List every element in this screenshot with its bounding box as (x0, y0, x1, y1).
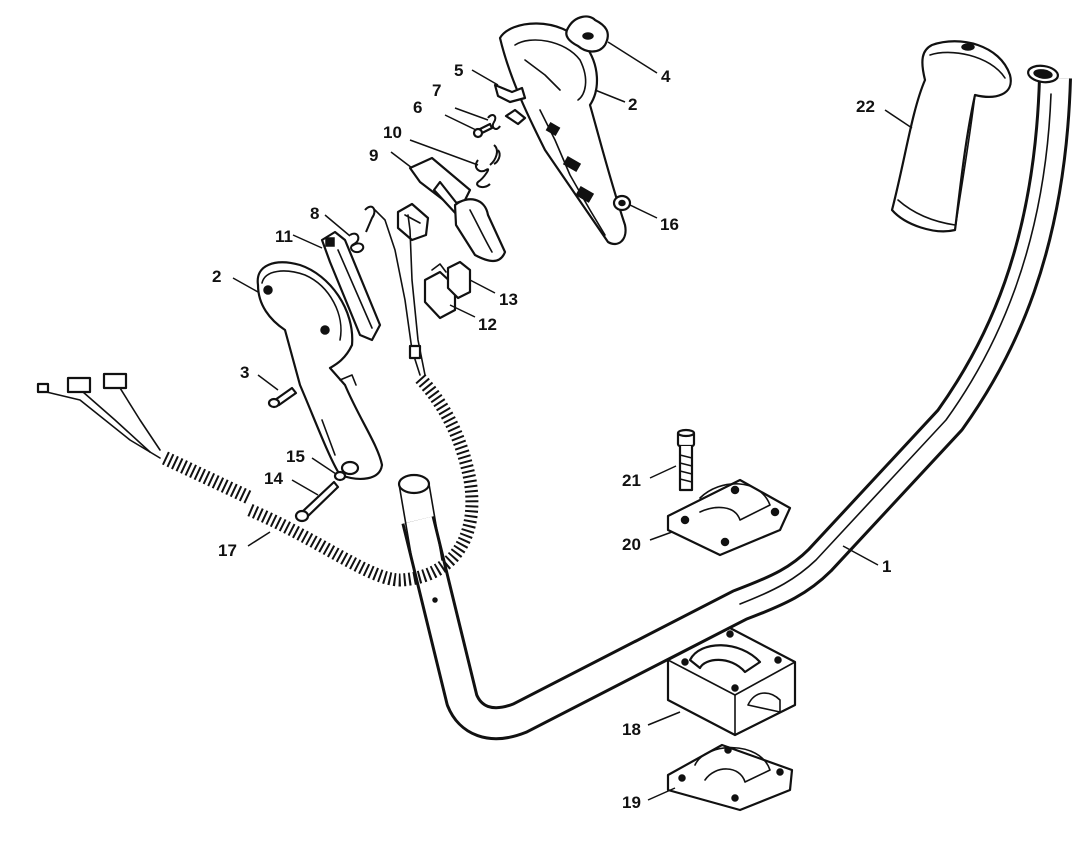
torsion-spring[interactable] (474, 144, 501, 189)
callout-1: 1 (882, 557, 891, 576)
callout-12: 12 (478, 315, 497, 334)
callout-2-upper: 2 (628, 95, 637, 114)
lower-clamp[interactable] (666, 743, 794, 812)
callout-16: 16 (660, 215, 679, 234)
clamp-base[interactable] (666, 626, 797, 737)
throttle-trigger[interactable] (453, 198, 507, 263)
contact-spring[interactable] (493, 83, 527, 126)
callout-9: 9 (369, 146, 378, 165)
callout-5: 5 (454, 61, 463, 80)
callout-19: 19 (622, 793, 641, 812)
callout-15: 15 (286, 447, 305, 466)
control-knob[interactable] (565, 15, 609, 53)
interlock-lever[interactable] (320, 230, 382, 342)
handle-housing-left[interactable] (256, 261, 384, 480)
callout-10: 10 (383, 123, 402, 142)
handle-housing-right[interactable] (498, 22, 627, 246)
handle-grip[interactable] (890, 40, 1012, 233)
callout-6: 6 (413, 98, 422, 117)
callout-20: 20 (622, 535, 641, 554)
small-screw[interactable] (472, 122, 494, 139)
callout-4: 4 (661, 67, 671, 86)
callout-11: 11 (275, 227, 293, 246)
callout-3: 3 (240, 363, 249, 382)
clamp-screw[interactable] (294, 480, 340, 523)
handlebar-tube[interactable] (397, 64, 1072, 741)
leaf-spring[interactable] (487, 114, 501, 130)
trigger-spring[interactable] (349, 205, 376, 254)
callout-14: 14 (264, 469, 283, 488)
callout-17: 17 (218, 541, 237, 560)
callout-21: 21 (622, 471, 641, 490)
wiring-harness[interactable] (36, 209, 479, 587)
hex-nut[interactable] (612, 194, 632, 212)
insulating-plate[interactable] (446, 260, 472, 300)
wire-connector[interactable] (396, 202, 430, 242)
callout-8: 8 (310, 204, 319, 223)
callout-labels: 1 2 2 3 4 5 7 6 10 9 8 11 13 12 16 15 14… (212, 61, 891, 812)
callout-2-lower: 2 (212, 267, 221, 286)
clamp-bolt[interactable] (676, 428, 696, 492)
washer[interactable] (333, 470, 347, 482)
housing-screw[interactable] (267, 386, 298, 409)
callout-18: 18 (622, 720, 641, 739)
callout-22: 22 (856, 97, 875, 116)
callout-7: 7 (432, 81, 441, 100)
upper-clamp[interactable] (666, 478, 792, 557)
leader-lines (232, 41, 913, 801)
callout-13: 13 (499, 290, 518, 309)
